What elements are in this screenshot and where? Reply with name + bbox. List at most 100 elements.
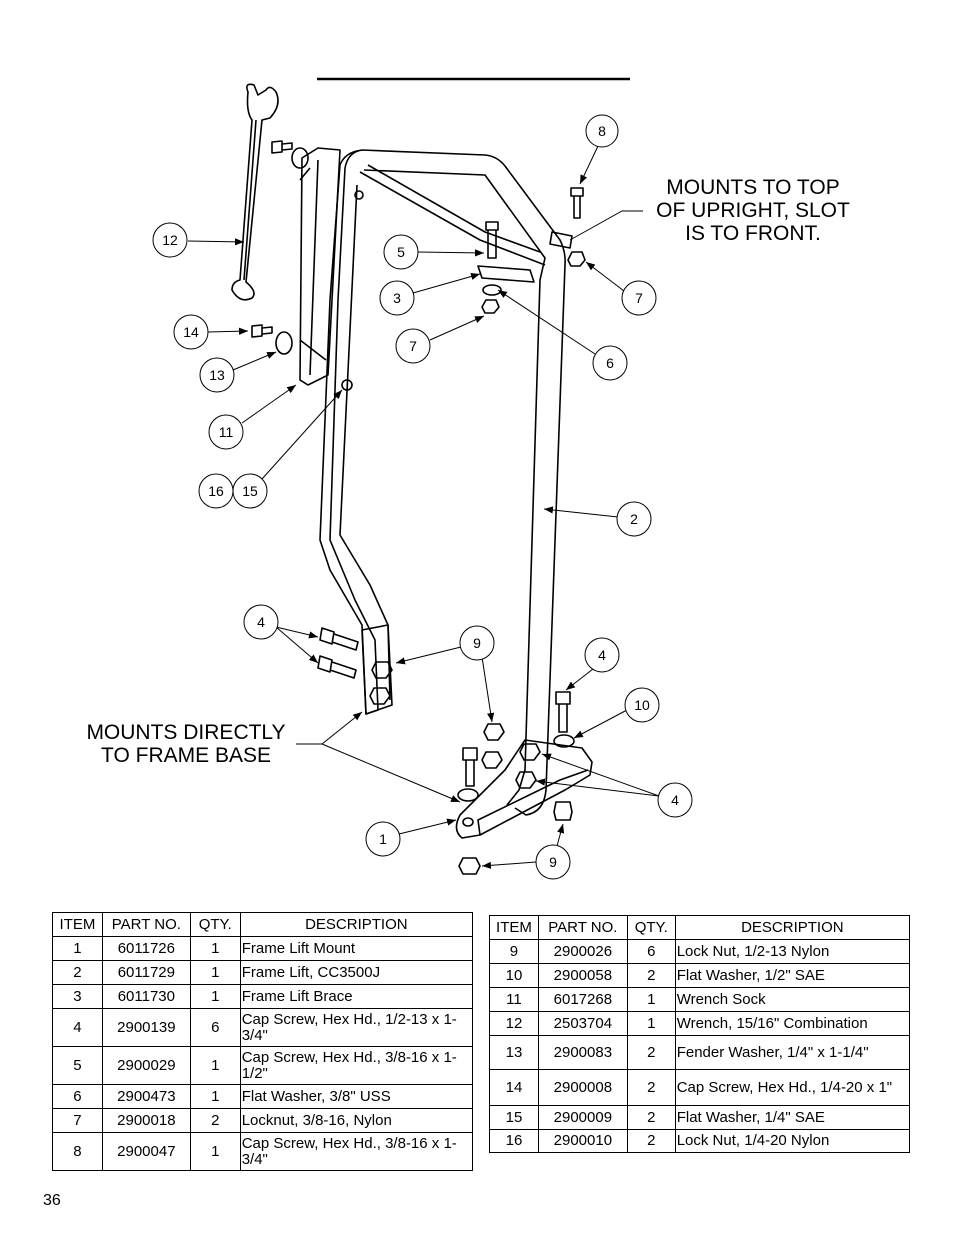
header-part-no: PART NO. (101, 912, 191, 937)
cell-qty: 1 (626, 1011, 676, 1036)
cell-item: 4 (52, 1008, 103, 1047)
cell-item: 5 (52, 1046, 103, 1085)
svg-text:16: 16 (208, 483, 224, 499)
callout-2: 2 (616, 501, 652, 537)
svg-text:14: 14 (183, 324, 199, 340)
cell-part-no: 2900018 (101, 1108, 191, 1133)
callout-4-left: 4 (243, 604, 279, 640)
cell-item: 16 (489, 1129, 539, 1153)
cell-part-no: 2900473 (101, 1084, 191, 1109)
cell-qty: 1 (189, 936, 241, 961)
cell-qty: 1 (189, 960, 241, 985)
svg-text:6: 6 (606, 355, 614, 371)
note-base-mount: MOUNTS DIRECTLY TO FRAME BASE (86, 721, 286, 767)
callout-11: 11 (208, 414, 244, 450)
header-description: DESCRIPTION (239, 912, 474, 937)
cell-part-no: 2900058 (537, 963, 628, 988)
svg-text:11: 11 (219, 424, 234, 440)
cell-qty: 2 (626, 1035, 676, 1070)
cell-item: 1 (52, 936, 103, 961)
cell-part-no: 6011726 (101, 936, 191, 961)
cell-description: Frame Lift Mount (239, 936, 474, 961)
cell-description: Flat Washer, 3/8" USS (239, 1084, 474, 1109)
cell-description: Lock Nut, 1/4-20 Nylon (674, 1129, 911, 1153)
cell-item: 7 (52, 1108, 103, 1133)
cell-item: 15 (489, 1105, 539, 1130)
cell-qty: 6 (189, 1008, 241, 1047)
cell-qty: 2 (626, 963, 676, 988)
header-qty: QTY. (626, 915, 676, 940)
cell-description: Lock Nut, 1/2-13 Nylon (674, 939, 911, 964)
wrench (231, 83, 279, 301)
svg-text:9: 9 (549, 854, 557, 870)
cell-item: 10 (489, 963, 539, 988)
cell-item: 9 (489, 939, 539, 964)
callout-9-upper: 9 (459, 625, 495, 661)
cell-part-no: 6011730 (101, 984, 191, 1009)
cell-description: Wrench Sock (674, 987, 911, 1012)
header-part-no: PART NO. (537, 915, 628, 940)
callout-3: 3 (379, 280, 415, 316)
cell-part-no: 6011729 (101, 960, 191, 985)
cell-description: Flat Washer, 1/2" SAE (674, 963, 911, 988)
cell-item: 3 (52, 984, 103, 1009)
callout-15: 15 (232, 473, 268, 509)
callout-14: 14 (173, 314, 209, 350)
cell-part-no: 2900139 (101, 1008, 191, 1047)
cell-part-no: 2900029 (101, 1046, 191, 1085)
brace-plate (477, 265, 535, 283)
cell-item: 14 (489, 1069, 539, 1106)
cell-qty: 2 (626, 1105, 676, 1130)
svg-text:1: 1 (379, 831, 387, 847)
callout-16: 16 (198, 473, 234, 509)
cell-item: 12 (489, 1011, 539, 1036)
callout-7-right: 7 (621, 280, 657, 316)
cell-description: Cap Screw, Hex Hd., 1/2-13 x 1-3/4" (239, 1008, 474, 1047)
callout-12: 12 (152, 222, 188, 258)
cell-qty: 2 (626, 1069, 676, 1106)
cell-qty: 2 (189, 1108, 241, 1133)
svg-text:13: 13 (209, 367, 225, 383)
callout-1: 1 (365, 821, 401, 857)
callout-8: 8 (585, 114, 619, 148)
page-number: 36 (43, 1192, 61, 1209)
svg-text:7: 7 (635, 290, 643, 306)
note-top-mount: MOUNTS TO TOP OF UPRIGHT, SLOT IS TO FRO… (656, 176, 850, 245)
cell-description: Cap Screw, Hex Hd., 1/4-20 x 1" (674, 1069, 911, 1106)
frame-lift-brace (359, 164, 546, 266)
callout-bubbles: 8 12 5 3 7 7 6 14 13 11 16 15 2 4 9 4 10… (152, 114, 693, 880)
cell-item: 2 (52, 960, 103, 985)
cell-description: Cap Screw, Hex Hd., 3/8-16 x 1-3/4" (239, 1132, 474, 1171)
cell-description: Wrench, 15/16" Combination (674, 1011, 911, 1036)
header-qty: QTY. (189, 912, 241, 937)
cell-part-no: 6017268 (537, 987, 628, 1012)
cell-part-no: 2503704 (537, 1011, 628, 1036)
frame-lift-outline (319, 149, 566, 816)
cell-part-no: 2900010 (537, 1129, 628, 1153)
svg-text:10: 10 (634, 697, 650, 713)
cell-item: 8 (52, 1132, 103, 1171)
cell-description: Cap Screw, Hex Hd., 3/8-16 x 1-1/2" (239, 1046, 474, 1085)
frame-lift-mount (455, 739, 593, 839)
header-item: ITEM (489, 915, 539, 940)
header-item: ITEM (52, 912, 103, 937)
svg-text:9: 9 (473, 635, 481, 651)
cell-qty: 1 (189, 1046, 241, 1085)
cell-qty: 1 (626, 987, 676, 1012)
cell-qty: 2 (626, 1129, 676, 1153)
header-description: DESCRIPTION (674, 915, 911, 940)
cell-qty: 6 (626, 939, 676, 964)
cell-qty: 1 (189, 1084, 241, 1109)
cell-part-no: 2900026 (537, 939, 628, 964)
cell-description: Frame Lift Brace (239, 984, 474, 1009)
